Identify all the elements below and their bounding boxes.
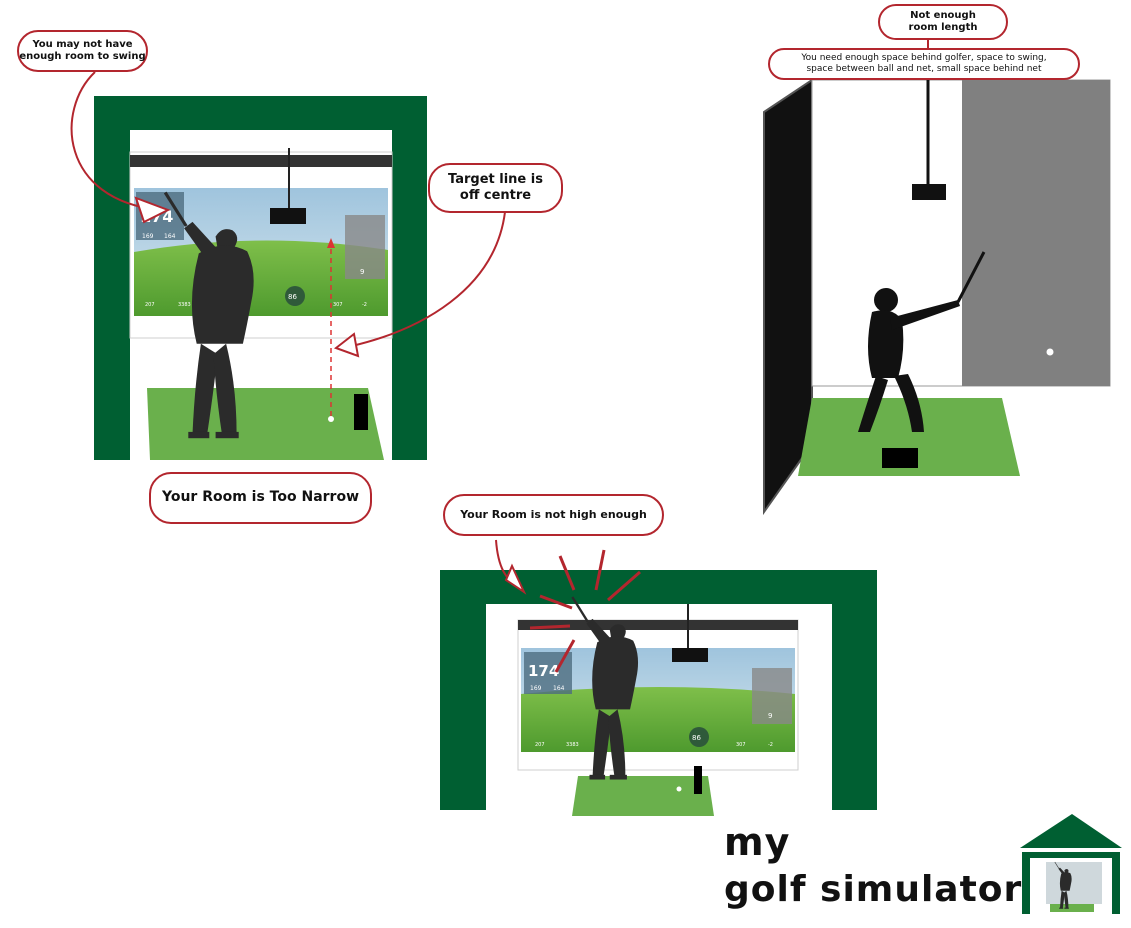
length-detail-callout: You need enough space behind golfer, spa… — [768, 48, 1080, 80]
stat-b: 164 — [164, 233, 176, 240]
golf-ball — [676, 786, 682, 792]
projector — [912, 184, 946, 200]
stat-a: 169 — [142, 233, 154, 240]
speed-value: 86 — [692, 734, 701, 742]
impact-net — [962, 80, 1110, 386]
length-detail-text: You need enough space behind golfer, spa… — [801, 52, 1047, 74]
swing-room-text: You may not have enough room to swing — [19, 38, 146, 63]
stat-e: 307 — [333, 302, 343, 308]
logo-garage-icon — [1020, 814, 1122, 914]
screen-rail — [130, 155, 392, 167]
distance-value: 174 — [528, 662, 559, 680]
club-panel — [752, 668, 792, 724]
stat-f: -2 — [362, 302, 367, 308]
room-walls — [440, 570, 877, 810]
logo-line1: my — [724, 820, 791, 864]
hitting-mat — [147, 388, 384, 460]
low-ceiling-illustration: 174 169 164 9 86 207 3383 307 -2 — [440, 549, 877, 816]
narrow-room-illustration: 174 169 164 9 86 207 3383 307 -2 — [94, 96, 427, 460]
too-narrow-text: Your Room is Too Narrow — [161, 489, 360, 506]
stat-d: 3383 — [566, 742, 579, 748]
tee-box — [354, 394, 368, 430]
golfer-follow-through — [858, 251, 986, 432]
room-length-callout: Not enough room length — [878, 4, 1008, 40]
club-number: 9 — [768, 712, 772, 720]
stat-b: 164 — [553, 685, 565, 692]
room-length-text: Not enough room length — [908, 9, 978, 34]
stat-a: 169 — [530, 685, 542, 692]
not-high-callout: Your Room is not high enough — [443, 494, 664, 536]
target-line-text: Target line is off centre — [448, 171, 543, 203]
screen-rail — [518, 620, 798, 630]
too-narrow-callout: Your Room is Too Narrow — [149, 472, 372, 524]
target-callout-pointer — [351, 211, 506, 347]
hitting-mat — [798, 398, 1020, 476]
ceiling-impact-lines — [529, 549, 641, 673]
not-high-text: Your Room is not high enough — [460, 508, 647, 522]
tee-box — [882, 448, 918, 468]
logo-line2: golf simulator — [724, 869, 1023, 910]
length-room-illustration — [763, 78, 1111, 516]
golf-ball — [1046, 348, 1054, 356]
club-panel — [345, 215, 385, 279]
projector — [270, 208, 306, 224]
stat-d: 3383 — [178, 302, 191, 308]
projector — [672, 648, 708, 662]
speed-dial — [689, 727, 709, 747]
tee-box — [694, 766, 702, 794]
club-number: 9 — [360, 268, 364, 276]
stat-f: -2 — [768, 742, 773, 748]
stat-c: 207 — [535, 742, 545, 748]
speed-value: 86 — [288, 293, 297, 301]
stat-c: 207 — [145, 302, 155, 308]
speed-dial — [285, 286, 305, 306]
golf-ball — [328, 416, 334, 422]
hitting-mat — [572, 776, 714, 816]
target-line-callout: Target line is off centre — [428, 163, 563, 213]
swing-callout-pointer — [70, 71, 161, 211]
stat-e: 307 — [736, 742, 746, 748]
swing-room-callout: You may not have enough room to swing — [17, 30, 148, 72]
room-walls — [94, 96, 427, 460]
